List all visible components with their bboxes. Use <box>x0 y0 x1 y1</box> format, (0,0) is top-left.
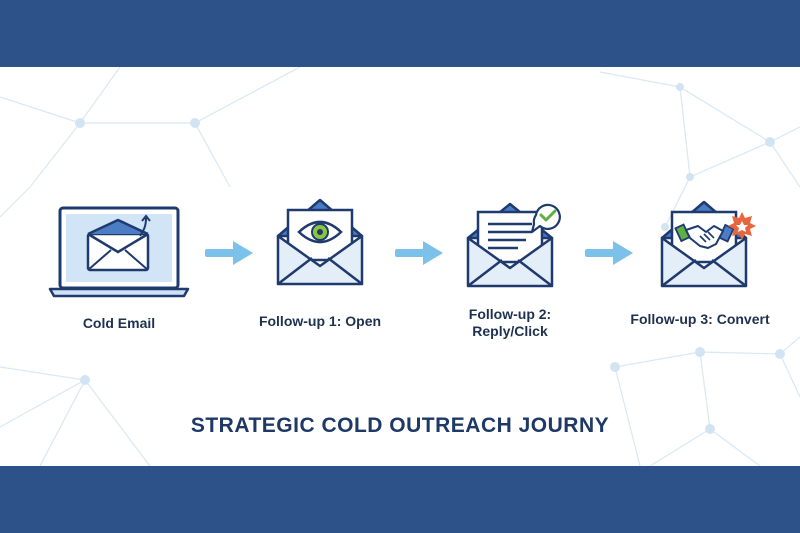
step-label-line: Reply/Click <box>472 323 548 339</box>
top-banner <box>0 0 800 67</box>
arrow-icon <box>395 241 443 265</box>
arrow-icon <box>205 241 253 265</box>
email-eye-icon <box>276 198 364 286</box>
email-reply-check-icon <box>466 202 561 288</box>
background-network-pattern <box>0 67 800 466</box>
bottom-banner <box>0 466 800 533</box>
email-handshake-icon <box>660 200 756 288</box>
arrow-icon <box>585 241 633 265</box>
step-label-line: Follow-up 2: <box>468 306 552 322</box>
step-label-open: Follow-up 1: Open <box>258 313 382 329</box>
laptop-email-icon <box>48 206 190 298</box>
step-label-convert: Follow-up 3: Convert <box>630 311 770 327</box>
diagram-title: STRATEGIC COLD OUTREACH JOURNY <box>190 414 610 437</box>
step-label-reply-click: Follow-up 2: Reply/Click <box>430 306 590 340</box>
step-label-cold-email: Cold Email <box>82 315 156 331</box>
